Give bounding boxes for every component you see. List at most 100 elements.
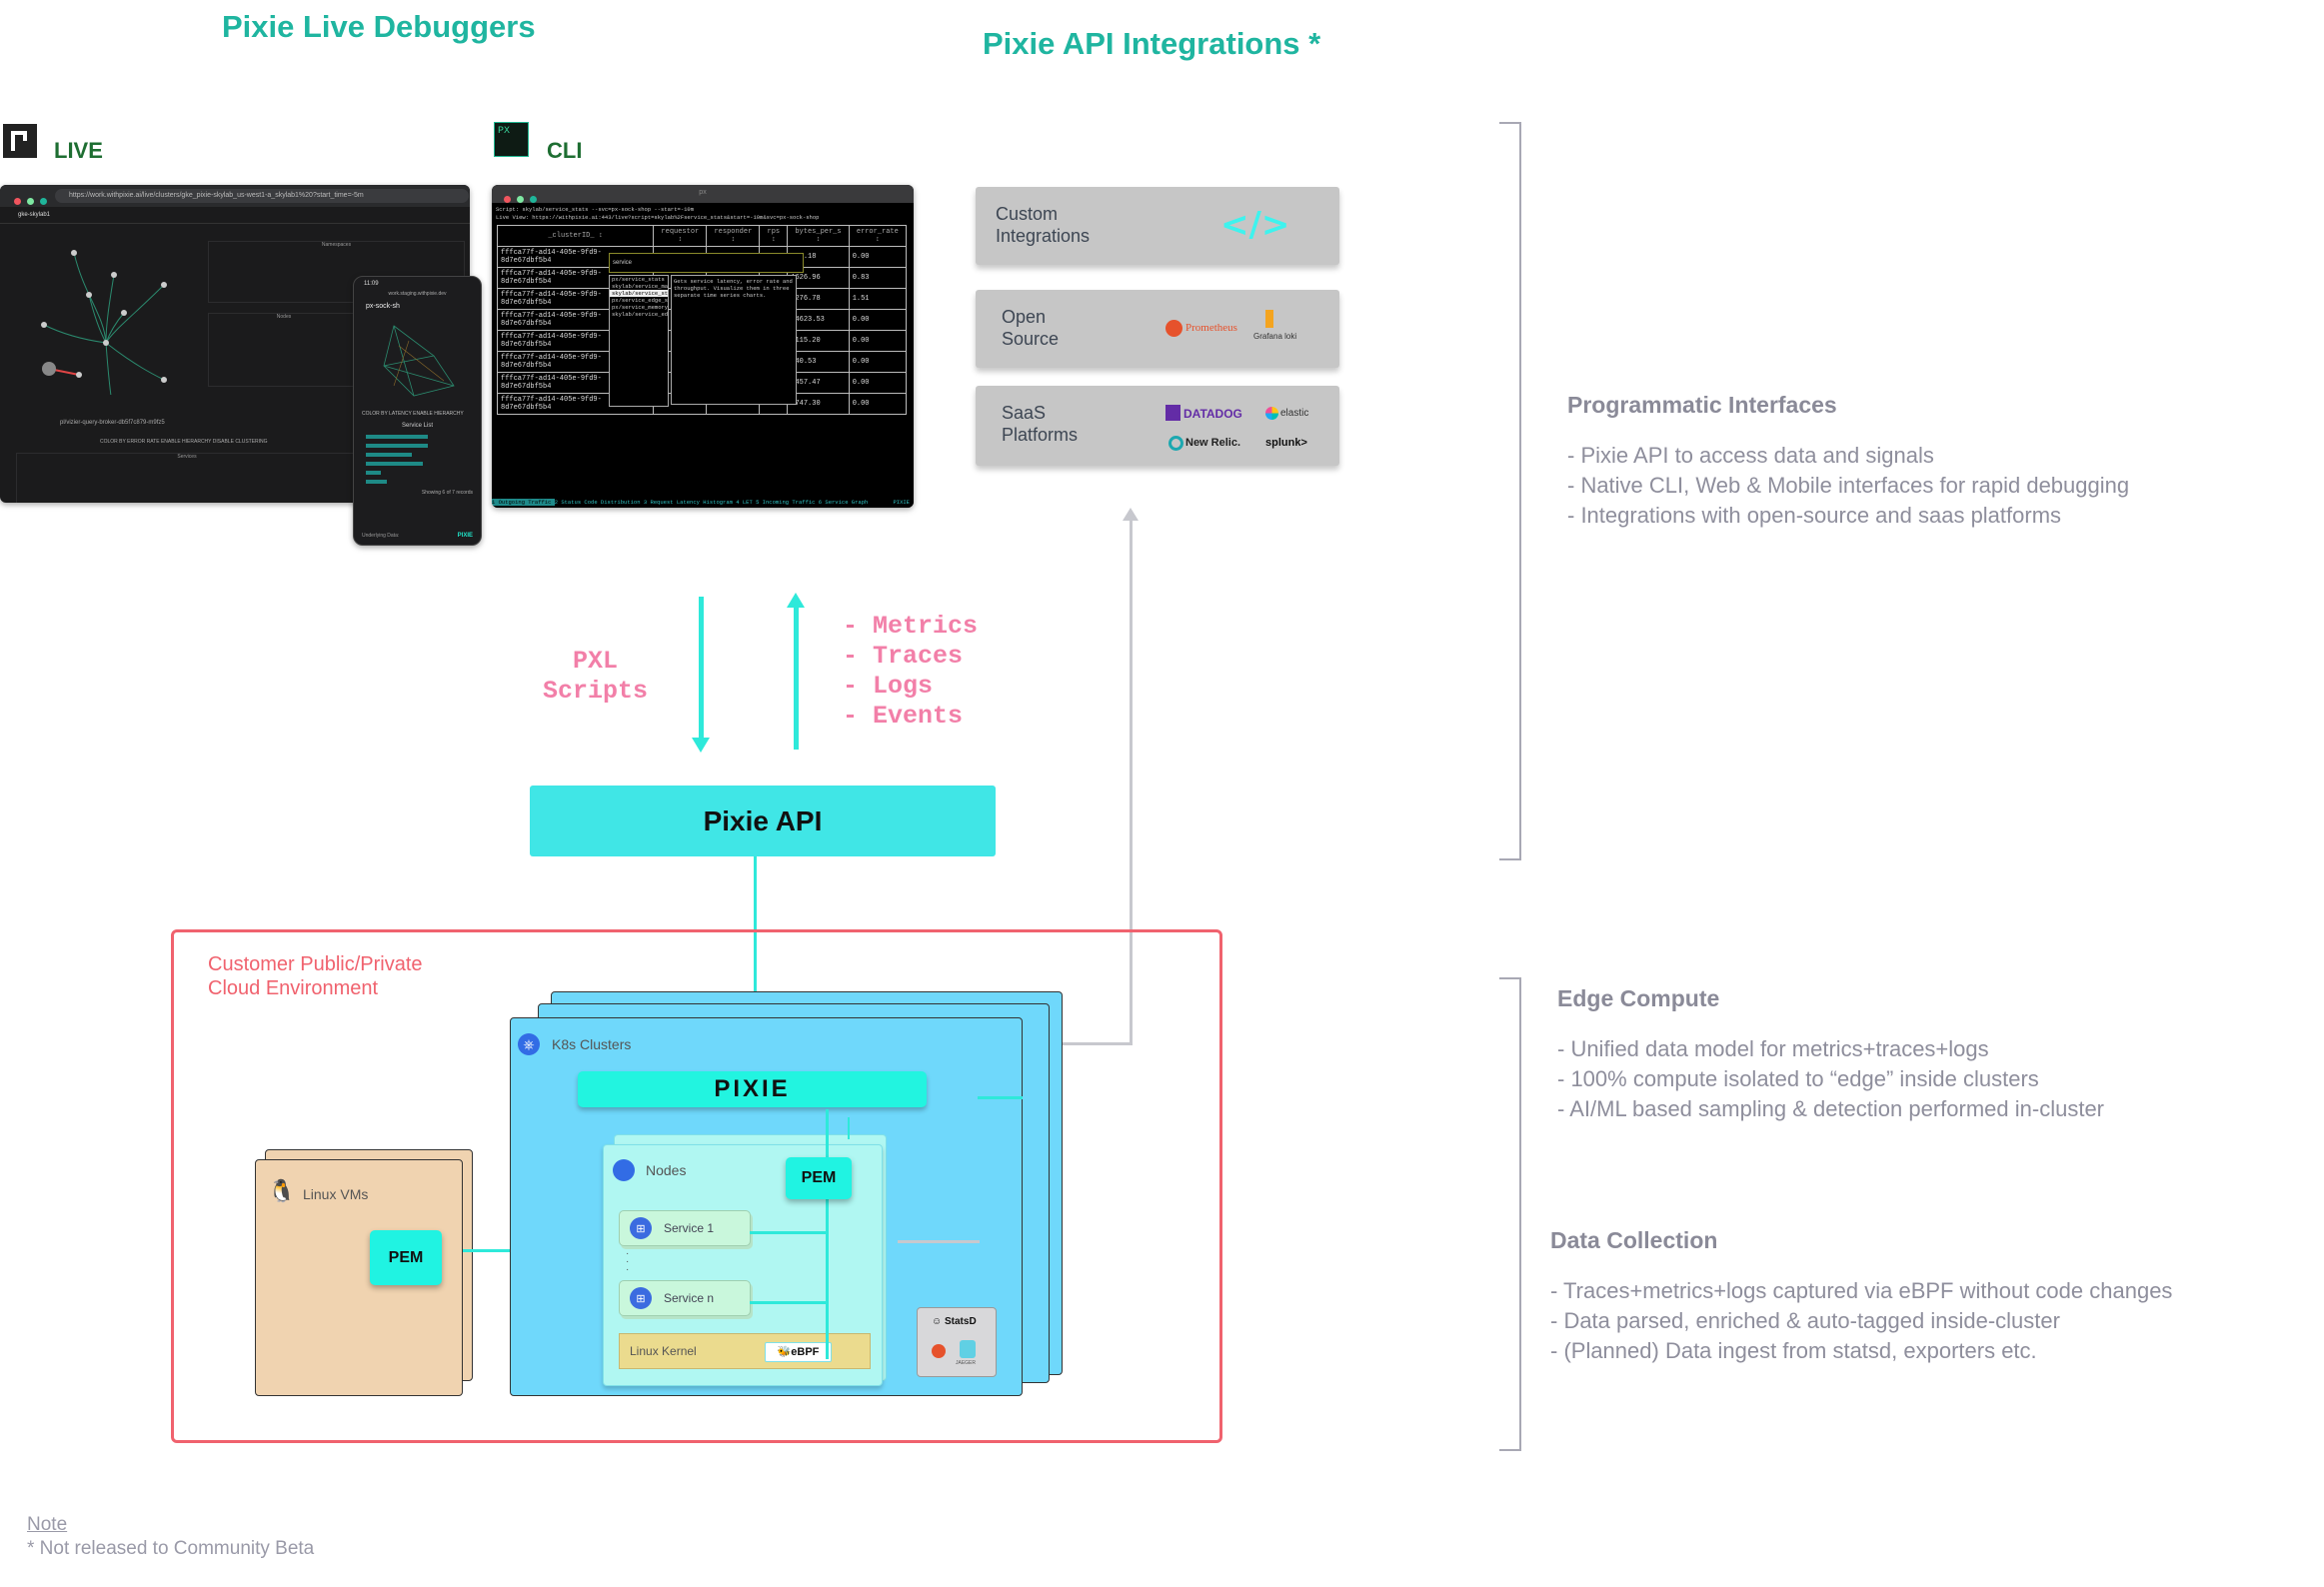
linux-vms-box: 🐧 Linux VMs PEM — [255, 1159, 463, 1396]
cli-brand: PIXIE — [893, 499, 910, 506]
cli-column-header[interactable]: responder ↕ — [706, 225, 761, 247]
desc-programmatic-interfaces: Programmatic Interfaces - Pixie API to a… — [1567, 392, 2129, 531]
api-to-pixie-line — [754, 856, 757, 1088]
mobile-time: 11:09 — [364, 281, 379, 287]
grafana-loki-icon — [1265, 310, 1273, 328]
cli-tab[interactable]: 5 Incoming Traffic — [756, 499, 819, 506]
linux-tux-icon: 🐧 — [268, 1178, 296, 1203]
desc-item: - Traces+metrics+logs captured via eBPF … — [1550, 1278, 2173, 1303]
prometheus-icon — [932, 1344, 946, 1358]
cli-script-option[interactable]: skylab/service_stats — [610, 290, 668, 297]
live-service-graph — [41, 250, 167, 395]
desc-item: - 100% compute isolated to “edge” inside… — [1557, 1066, 2039, 1091]
cli-tab-bar: 1 Outgoing Traffic 2 Status Code Distrib… — [492, 498, 914, 508]
desc-item: - Data parsed, enriched & auto-tagged in… — [1550, 1308, 2060, 1333]
cli-table-cell: 0.00 — [848, 372, 908, 394]
cli-live-view-line: Live View: https://withpixie.ai:443/live… — [496, 214, 820, 221]
linux-vms-label: Linux VMs — [303, 1186, 369, 1202]
live-cluster-title: gke-skylab1 — [0, 207, 470, 224]
service-1-connector — [750, 1231, 828, 1234]
cli-terminal-screenshot: px Script: skylab/service_stats --svc=px… — [492, 185, 914, 508]
cli-table-cell: 0.00 — [848, 393, 908, 415]
cli-column-header[interactable]: bytes_per_s ↕ — [787, 225, 850, 247]
bracket-edge-data — [1499, 977, 1521, 1451]
cli-tab[interactable]: 1 Outgoing Traffic — [492, 499, 555, 506]
up-arrow-head-icon — [787, 593, 805, 608]
cli-tab[interactable]: 4 LET — [736, 499, 757, 506]
desc-item: - Pixie API to access data and signals — [1567, 443, 1934, 468]
kubernetes-icon: ⎈ — [518, 1033, 540, 1055]
cli-script-option[interactable]: px/service_memory_usage — [612, 304, 668, 311]
cli-tab[interactable]: 2 Status Code Distribution — [554, 499, 644, 506]
ebpf-label: eBPF — [791, 1346, 820, 1358]
cloud-environment-box — [171, 929, 1222, 1443]
live-nodes-table: Nodes — [208, 313, 360, 387]
note-text: * Not released to Community Beta — [27, 1538, 315, 1559]
pxl-scripts-label: PXL Scripts — [543, 647, 649, 706]
mobile-records: Showing 6 of 7 records — [421, 490, 473, 496]
cli-script-option[interactable]: px/service_stats — [612, 276, 665, 283]
splunk-logo: splunk> — [1265, 437, 1307, 449]
integration-card-saas: SaaS Platforms DATADOG elastic New Relic… — [976, 386, 1339, 466]
desc-item: - Native CLI, Web & Mobile interfaces fo… — [1567, 473, 2130, 498]
ellipsis-dots: ··· — [626, 1248, 630, 1275]
cli-window-title: px — [699, 189, 707, 196]
k8s-service-icon: ⊞ — [630, 1217, 652, 1239]
pixie-cli-logo-icon: PX — [494, 122, 529, 157]
mobile-url: work.staging.withpixie.dev — [388, 291, 447, 297]
cli-tab[interactable]: 6 Service Graph — [818, 499, 869, 506]
desc-item: - Integrations with open-source and saas… — [1567, 503, 2062, 528]
integration-title: SaaS Platforms — [1002, 403, 1079, 445]
node2-up-connector — [848, 1117, 850, 1139]
live-graph-label: pl/vizier-query-broker-db5f7c879-m9fz5 — [60, 420, 165, 426]
cli-search-input[interactable]: service — [609, 253, 804, 273]
statsd-box: ☺ StatsD JAEGER — [917, 1307, 997, 1377]
pixie-api-box: Pixie API — [530, 786, 996, 856]
code-icon: </> — [1220, 205, 1290, 245]
k8s-service-icon: ⊞ — [630, 1287, 652, 1309]
cli-table-cell: 0.00 — [848, 330, 908, 352]
grafana-loki-logo: Grafana loki — [1253, 332, 1297, 341]
integration-title: Custom Integrations — [996, 204, 1091, 246]
elastic-logo: elastic — [1280, 408, 1309, 419]
cli-column-header[interactable]: rps ↕ — [759, 225, 789, 247]
nodes-to-statsd-connector — [898, 1240, 980, 1243]
cli-table-cell: 0.83 — [848, 267, 908, 289]
integration-card-open-source: Open Source Prometheus Grafana loki — [976, 290, 1339, 368]
cli-script-line: Script: skylab/service_stats --svc=px-so… — [496, 206, 695, 213]
cli-table-cell: 0.00 — [848, 351, 908, 373]
cli-script-option[interactable]: skylab/service_edge — [612, 311, 668, 318]
integrations-arrow-head-icon — [1123, 508, 1139, 521]
prometheus-icon — [1165, 320, 1182, 337]
cli-script-option[interactable]: px/service_edge_stats — [612, 297, 668, 304]
elastic-icon — [1265, 407, 1278, 420]
live-services-table: Services — [16, 453, 358, 503]
vm-pem-connector — [463, 1249, 548, 1252]
statsd-logo: ☺ StatsD — [932, 1316, 977, 1327]
cli-column-header[interactable]: requestor ↕ — [653, 225, 708, 247]
mobile-graph — [383, 325, 455, 397]
prometheus-logo: Prometheus — [1185, 322, 1237, 334]
k8s-clusters-label: K8s Clusters — [552, 1036, 632, 1052]
newrelic-icon — [1168, 436, 1183, 451]
ebpf-to-pixie-line — [826, 1109, 829, 1359]
heading-live-debuggers: Pixie Live Debuggers — [222, 9, 536, 44]
cli-column-header[interactable]: error_rate ↕ — [848, 225, 908, 247]
desc-item: - (Planned) Data ingest from statsd, exp… — [1550, 1338, 2037, 1363]
datadog-logo: DATADOG — [1183, 407, 1242, 421]
linux-kernel-box: Linux Kernel 🐝eBPF — [619, 1333, 871, 1369]
integration-title: Open Source — [1002, 307, 1060, 349]
nodes-title: Nodes — [276, 314, 292, 320]
cli-script-description: Gets service latency, error rate and thr… — [671, 275, 797, 405]
node-pem-box: PEM — [786, 1157, 852, 1199]
cli-tab[interactable]: 3 Request Latency Histogram — [643, 499, 737, 506]
mobile-service-list-title: Service List — [401, 423, 433, 429]
cli-script-option[interactable]: skylab/service_map — [612, 283, 668, 290]
desc-item: - Unified data model for metrics+traces+… — [1557, 1036, 1989, 1061]
cli-table-cell: 1.51 — [848, 288, 908, 310]
desc-heading: Edge Compute — [1557, 985, 1720, 1011]
datadog-icon — [1165, 405, 1180, 421]
live-graph-options: COLOR BY ERROR RATE ENABLE HIERARCHY DIS… — [100, 439, 268, 445]
cli-column-header[interactable]: _clusterID_ ↕ — [496, 225, 655, 247]
